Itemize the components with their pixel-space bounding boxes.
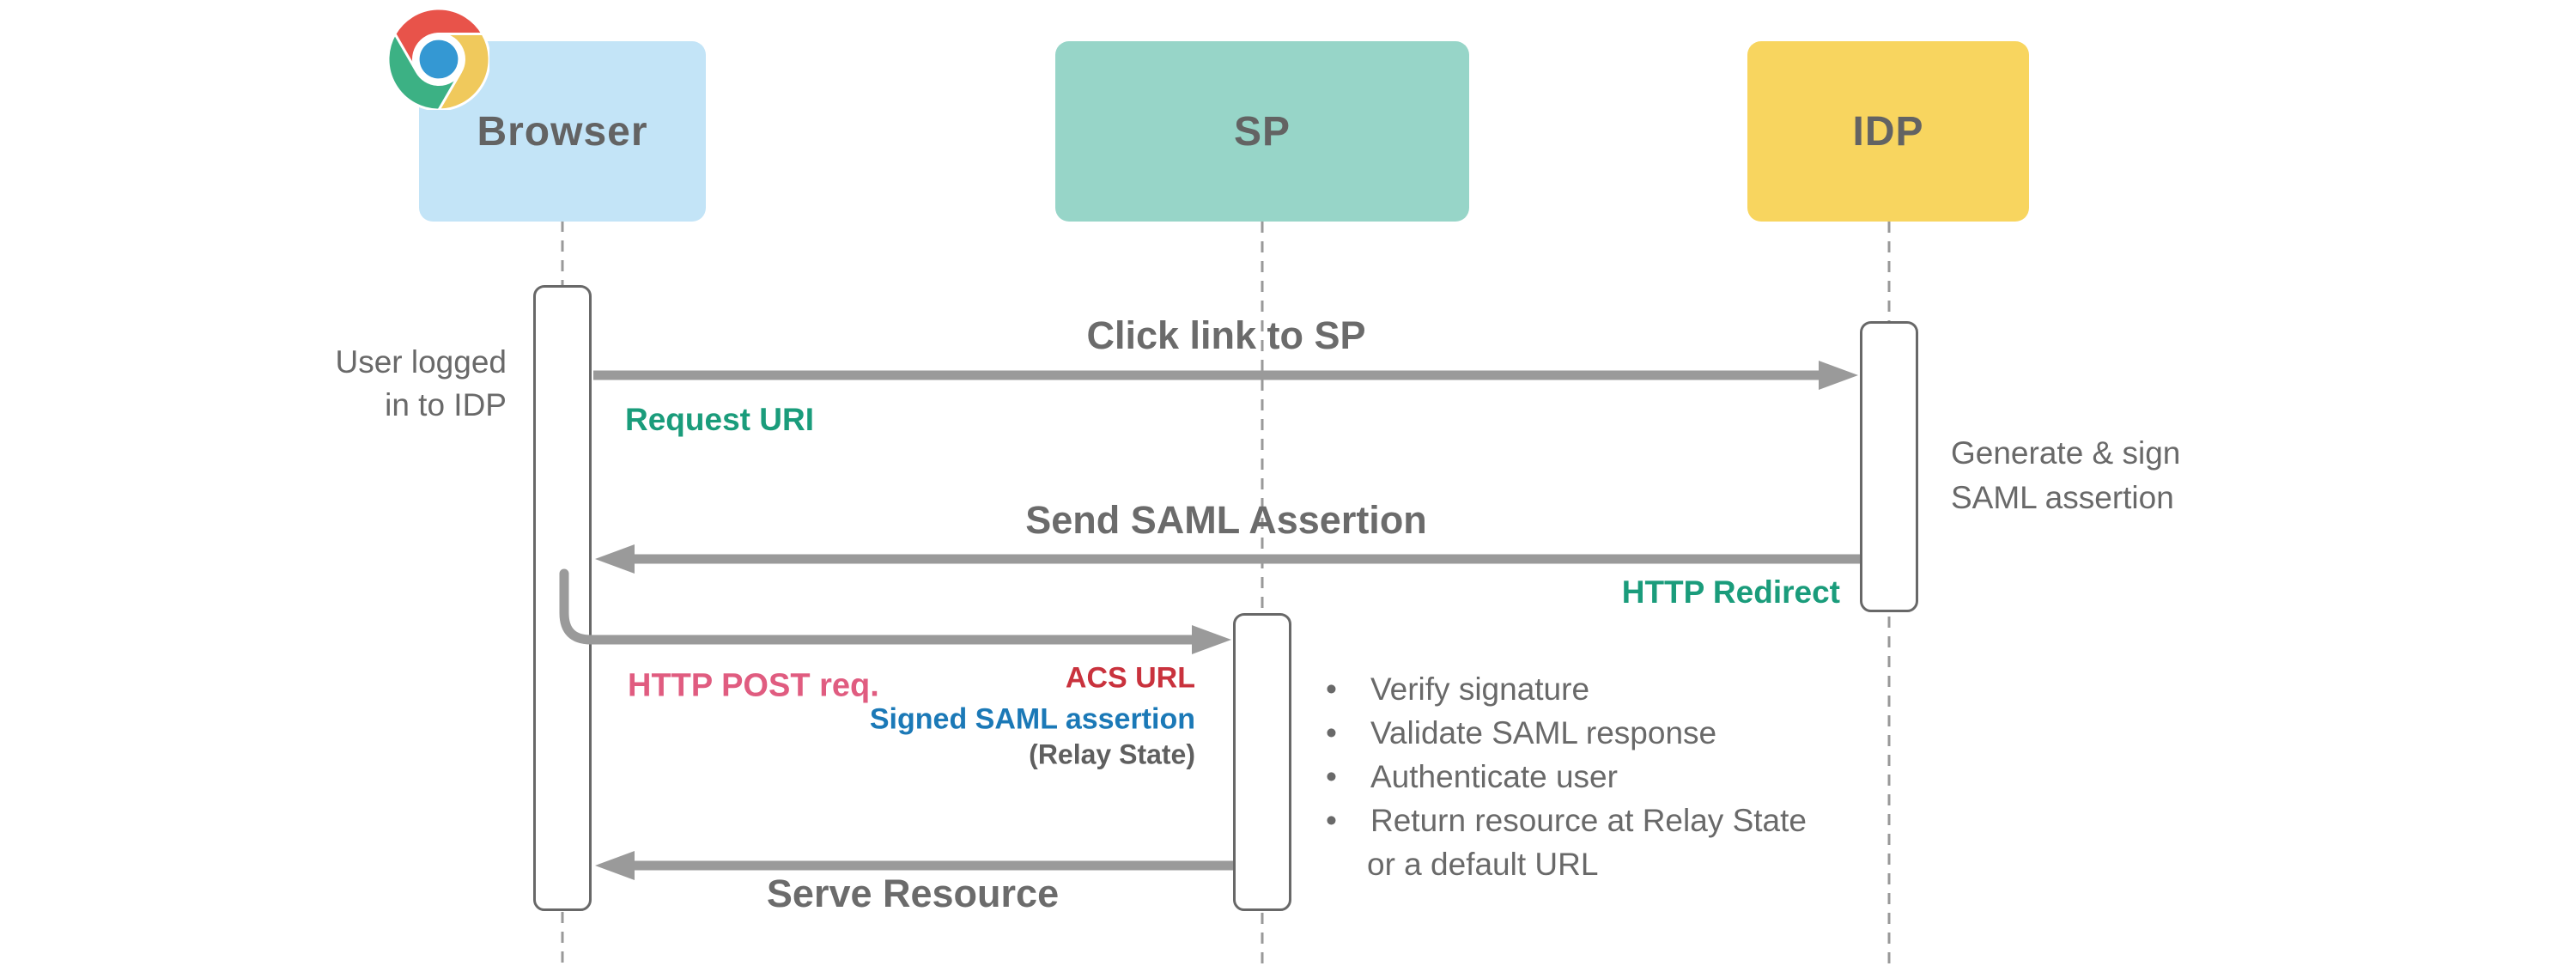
relay-state-label: (Relay State) [1029,738,1195,770]
user-logged-note-line2: in to IDP [385,387,507,422]
step-text: Authenticate user [1370,759,1618,794]
bullet-icon: • [1326,803,1337,838]
step-text: Validate SAML response [1370,715,1717,750]
user-logged-note: User logged in to IDP [335,341,507,427]
send-assertion-arrowhead [595,544,635,574]
acs-url-label: ACS URL [1065,661,1195,695]
bullet-icon: • [1326,715,1337,750]
bullet-icon: • [1326,671,1337,707]
request-uri-label: Request URI [625,402,814,437]
step-continuation-text: or a default URL [1367,847,1599,882]
signed-assertion-label: Signed SAML assertion [869,702,1195,736]
list-item: • Authenticate user [1322,755,1807,799]
http-redirect-label: HTTP Redirect [1621,574,1840,610]
generate-sign-note: Generate & sign SAML assertion [1951,431,2180,520]
click-link-arrowhead [1819,361,1858,390]
chrome-blue-core [419,39,459,79]
generate-sign-note-line2: SAML assertion [1951,480,2174,515]
sp-steps-list: • Verify signature • Validate SAML respo… [1322,667,1807,886]
http-post-label: HTTP POST req. [628,667,879,704]
click-link-label: Click link to SP [1086,313,1366,357]
step-text: Return resource at Relay State [1370,803,1807,838]
http-post-elbow-arrow [559,568,1200,645]
http-post-arrowhead [1192,625,1231,654]
actor-browser-label: Browser [477,108,648,155]
send-assertion-label: Send SAML Assertion [1025,498,1427,542]
user-logged-note-line1: User logged [335,344,507,380]
step-text: Verify signature [1370,671,1590,707]
list-item: • Return resource at Relay State [1322,799,1807,842]
chrome-browser-icon [388,9,489,110]
idp-activation-bar [1860,321,1918,612]
list-item: • Validate SAML response [1322,711,1807,755]
actor-sp: SP [1055,41,1469,222]
list-item: • Verify signature [1322,667,1807,711]
bullet-icon: • [1326,759,1337,794]
actor-idp-label: IDP [1852,108,1924,155]
serve-resource-label: Serve Resource [766,872,1060,915]
generate-sign-note-line1: Generate & sign [1951,435,2181,471]
serve-resource-arrowhead [595,851,635,880]
actor-idp: IDP [1747,41,2029,222]
actor-sp-label: SP [1233,108,1291,155]
sp-activation-bar [1233,613,1291,911]
